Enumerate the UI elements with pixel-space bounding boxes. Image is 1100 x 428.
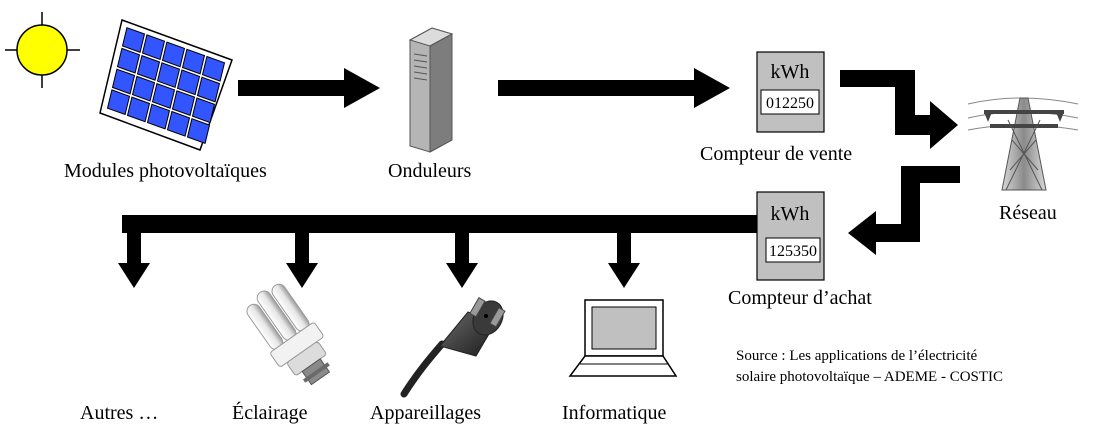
source-line-2: solaire photovoltaïque – ADEME - COSTIC — [736, 369, 1004, 385]
meter-vente-reading: 012250 — [766, 95, 814, 112]
solar-cell — [191, 97, 216, 124]
label-compteur-vente: Compteur de vente — [700, 143, 853, 165]
label-autres: Autres … — [80, 402, 159, 424]
power-plug-icon — [400, 297, 506, 398]
label-modules: Modules photovoltaïques — [64, 160, 267, 182]
source-note: Source : Les applications de l’électrici… — [736, 346, 1003, 388]
arrow-compteur-vente-to-reseau — [840, 70, 958, 149]
compteur-vente-meter: kWh 012250 — [756, 51, 825, 133]
meter-achat-unit: kWh — [771, 203, 810, 225]
label-compteur-achat: Compteur d’achat — [728, 287, 872, 309]
solar-cell — [186, 118, 211, 144]
solar-cell — [146, 103, 171, 130]
solar-cell — [166, 110, 191, 137]
solar-cell — [126, 96, 151, 123]
label-onduleurs: Onduleurs — [388, 160, 472, 182]
compteur-achat-meter: kWh 125350 — [756, 191, 825, 281]
solar-cell — [156, 62, 181, 89]
solar-cell — [181, 48, 206, 75]
label-eclairage: Éclairage — [232, 402, 308, 424]
solar-cell — [136, 54, 161, 81]
laptop-icon — [568, 299, 678, 377]
solar-cell — [121, 27, 146, 53]
meter-achat-reading: 125350 — [769, 243, 817, 260]
arrow-modules-to-onduleurs — [238, 68, 380, 108]
solar-cell — [171, 90, 196, 117]
solar-cell — [106, 89, 131, 116]
solar-cell — [141, 34, 166, 61]
sun-icon — [5, 12, 80, 88]
meter-vente-unit: kWh — [771, 61, 810, 83]
solar-cell — [161, 41, 186, 68]
solar-cell — [116, 47, 141, 74]
source-line-1: Source : Les applications de l’électrici… — [736, 348, 978, 364]
solar-cell — [131, 75, 156, 102]
distribution-bus — [118, 215, 757, 288]
arrow-reseau-to-compteur-achat — [848, 166, 960, 255]
solar-cell — [196, 76, 221, 103]
label-informatique: Informatique — [562, 402, 667, 424]
arrow-onduleurs-to-compteur — [498, 68, 730, 108]
solar-panel-icon — [99, 19, 233, 151]
solar-cell — [151, 82, 176, 109]
solar-cell — [176, 69, 201, 96]
solar-cell — [201, 55, 226, 82]
inverter-server-icon — [408, 27, 454, 153]
power-pylon-icon — [967, 97, 1079, 191]
light-bulb-icon — [246, 283, 331, 386]
label-appareillages: Appareillages — [370, 402, 482, 424]
solar-cell — [111, 68, 136, 95]
label-reseau: Réseau — [999, 202, 1057, 224]
